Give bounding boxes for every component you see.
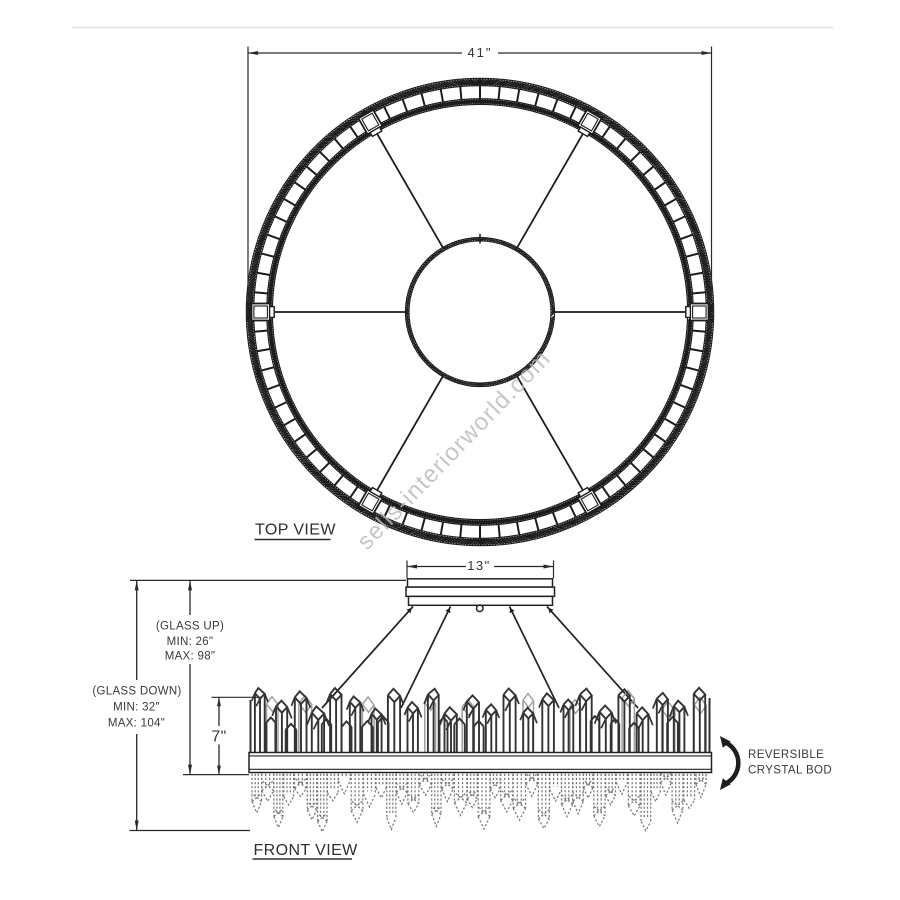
svg-text:MIN: 32": MIN: 32" — [113, 702, 160, 714]
svg-text:13": 13" — [467, 558, 491, 573]
svg-text:TOP VIEW: TOP VIEW — [255, 522, 336, 539]
svg-text:REVERSIBLE: REVERSIBLE — [748, 749, 824, 761]
svg-text:7": 7" — [211, 729, 226, 746]
svg-text:MAX: 98": MAX: 98" — [165, 651, 216, 663]
svg-text:(GLASS DOWN): (GLASS DOWN) — [92, 686, 181, 698]
svg-text:CRYSTAL BOD: CRYSTAL BOD — [748, 765, 832, 777]
svg-text:41": 41" — [467, 45, 492, 60]
svg-text:MIN: 26": MIN: 26" — [167, 636, 214, 648]
svg-text:(GLASS UP): (GLASS UP) — [156, 621, 224, 633]
svg-text:FRONT VIEW: FRONT VIEW — [254, 842, 359, 859]
svg-text:MAX: 104": MAX: 104" — [108, 718, 165, 730]
